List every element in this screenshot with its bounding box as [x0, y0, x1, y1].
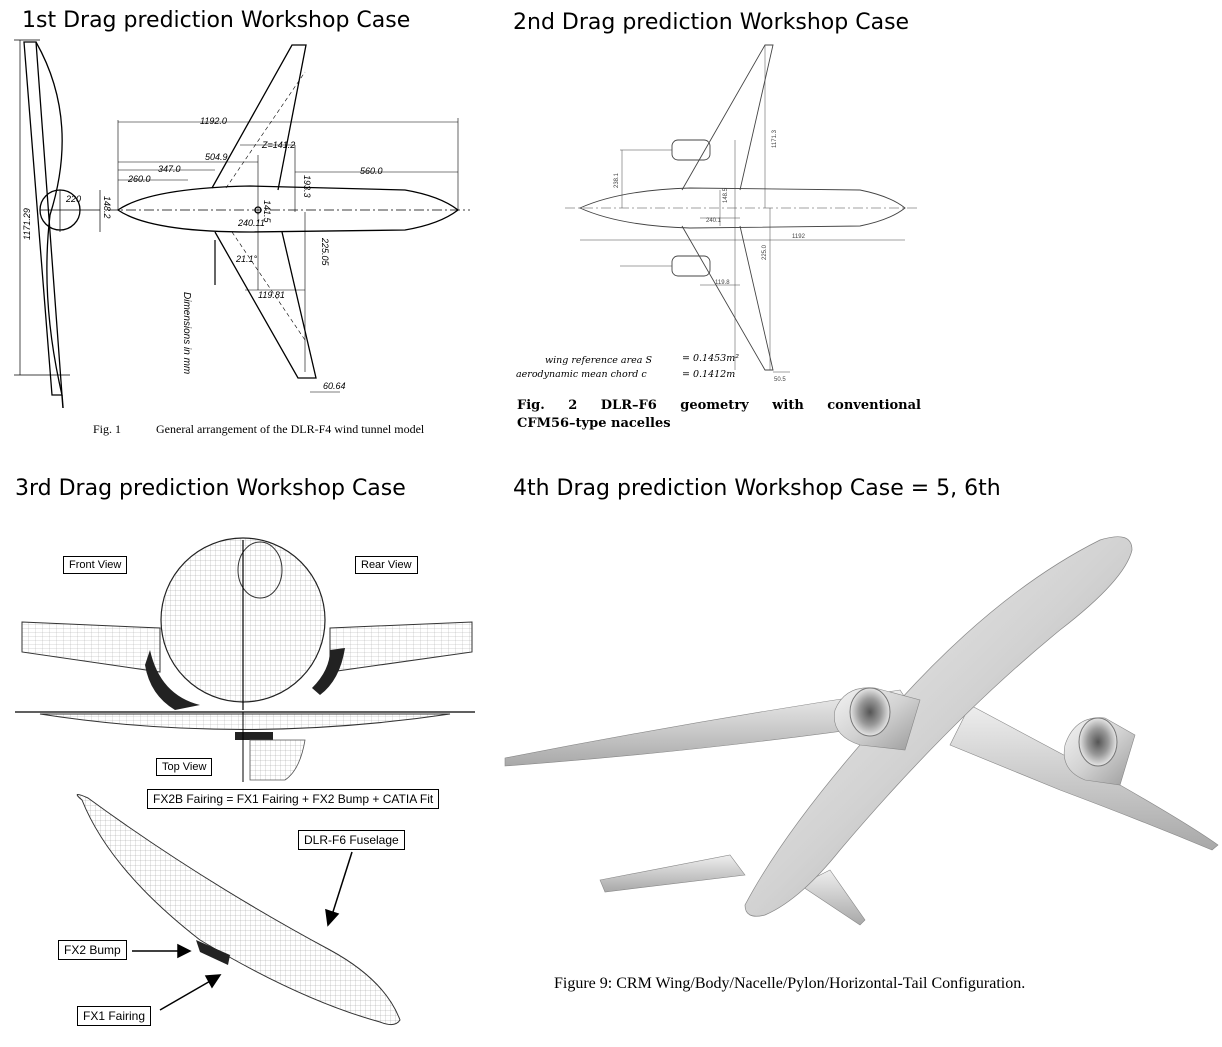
top-view-wing [39, 713, 451, 730]
fx2-bump-shape [196, 940, 230, 965]
dpw3-heading: 3rd Drag prediction Workshop Case [15, 476, 406, 501]
f6-dim-2250: 225.0 [762, 244, 768, 260]
f4-dim-5049: 504.9 [205, 152, 228, 162]
fig2-caption: Fig. 2 DLR–F6 geometry with conventional… [517, 397, 921, 433]
f4-dim-2401: 240.11 [237, 218, 265, 228]
crm-left-inlet [849, 687, 891, 737]
fairing-svg [15, 537, 475, 1026]
f6-dim-1485: 148.5 [723, 187, 729, 203]
top-view-fairing [235, 732, 273, 740]
f6-ref-area-value: = 0.1453m² [682, 353, 740, 364]
f6-ref-area-label: wing reference area S [545, 355, 652, 366]
fig1-caption: General arrangement of the DLR-F4 wind t… [156, 422, 425, 436]
fx2-bump-label: FX2 Bump [58, 940, 127, 960]
fig2-cap-w6: conventional [827, 398, 921, 413]
crm-render [500, 520, 1222, 944]
f4-dim-1192: 1192.0 [200, 116, 227, 126]
dlr-f4-drawing: 1192.0 504.9 347.0 260.0 560.0 240.11 Z=… [0, 0, 480, 444]
f6-lower-nacelle [671, 255, 711, 277]
front-view-label: Front View [63, 556, 128, 574]
dlr-f4-svg: 1192.0 504.9 347.0 260.0 560.0 240.11 Z=… [14, 39, 470, 409]
f4-front-wing-edge [35, 41, 63, 396]
dpw2-heading: 2nd Drag prediction Workshop Case [513, 10, 910, 35]
f4-dim-2600: 260.0 [127, 174, 151, 184]
f4-dim-1414: Z=141.2 [261, 140, 295, 150]
fig1-number: Fig. 1 [93, 422, 122, 436]
fig2-cap-w2: 2 [568, 398, 578, 413]
f6-upper-nacelle [671, 139, 711, 161]
dlr-f6-fairing-drawing [0, 500, 490, 1047]
f6-dim-2401: 240.1 [706, 218, 722, 224]
f6-dim-1198: 119.8 [715, 280, 730, 286]
f6-dim-1192: 1192 [792, 234, 806, 240]
perspective-fuselage [76, 794, 401, 1026]
f4-fuselage [116, 185, 460, 233]
f4-lower-wing [214, 231, 317, 379]
crm-left-tail [599, 854, 746, 893]
fig9-caption: Figure 9: CRM Wing/Body/Nacelle/Pylon/Ho… [554, 975, 1026, 992]
fuselage-label: DLR-F6 Fuselage [298, 830, 405, 850]
f6-lower-wing [681, 225, 774, 371]
f4-dim-211: 21.1° [235, 254, 258, 264]
f6-mac-value: = 0.1412m [682, 369, 736, 380]
f4-dim-1415: 141.5 [262, 200, 272, 224]
fig2-cap-line2: CFM56–type nacelles [517, 416, 671, 431]
rear-view-label: Rear View [355, 556, 418, 574]
f4-dim-6064: 60.64 [323, 381, 346, 391]
f4-dim-1198: 119.81 [258, 290, 285, 300]
front-view-right-wing [329, 621, 473, 673]
fx1-fairing-label: FX1 Fairing [77, 1006, 152, 1026]
dlr-f6-drawing: 1192 1171.3 238.1 148.5 240.1 225.0 119.… [560, 40, 930, 389]
f4-dim-2250: 225.05 [320, 237, 330, 267]
left-fairing-shadow [145, 650, 200, 710]
f4-dimensions-note: Dimensions in mm [181, 292, 192, 374]
f4-upper-wing [211, 44, 307, 191]
f6-fuselage [578, 187, 906, 229]
fig2-cap-w1: Fig. [517, 398, 545, 413]
fig2-cap-w3: DLR–F6 [600, 398, 657, 413]
f6-mac-label: aerodynamic mean chord c [516, 369, 647, 380]
fairing-equation-label: FX2B Fairing = FX1 Fairing + FX2 Bump + … [147, 789, 440, 809]
f6-dim-11713: 1171.3 [772, 129, 778, 148]
f4-dim-1172: 1171.29 [22, 208, 32, 240]
f4-dim-1933: 193.3 [302, 175, 312, 198]
fig2-cap-w4: geometry [680, 398, 749, 413]
f4-dim-5600: 560.0 [360, 166, 383, 176]
top-view-label: Top View [156, 758, 213, 776]
right-fairing-shadow [312, 648, 345, 695]
f6-dim-505: 50.5 [774, 377, 786, 383]
f6-dim-2381: 238.1 [614, 172, 620, 188]
fig2-cap-w5: with [772, 398, 804, 413]
dpw1-heading: 1st Drag prediction Workshop Case [22, 8, 411, 33]
crm-right-inlet [1078, 717, 1118, 767]
dpw4-heading: 4th Drag prediction Workshop Case = 5, 6… [513, 476, 1001, 501]
f6-upper-wing [681, 44, 774, 191]
dlr-f6-svg: 1192 1171.3 238.1 148.5 240.1 225.0 119.… [565, 44, 920, 383]
f4-dim-3470: 347.0 [158, 164, 181, 174]
top-view-fuselage [249, 739, 306, 781]
f4-dim-220: 220 [65, 194, 81, 204]
crm-svg [504, 536, 1219, 926]
f4-dim-1482: 148.2 [102, 196, 112, 219]
front-view-left-wing [21, 621, 161, 673]
